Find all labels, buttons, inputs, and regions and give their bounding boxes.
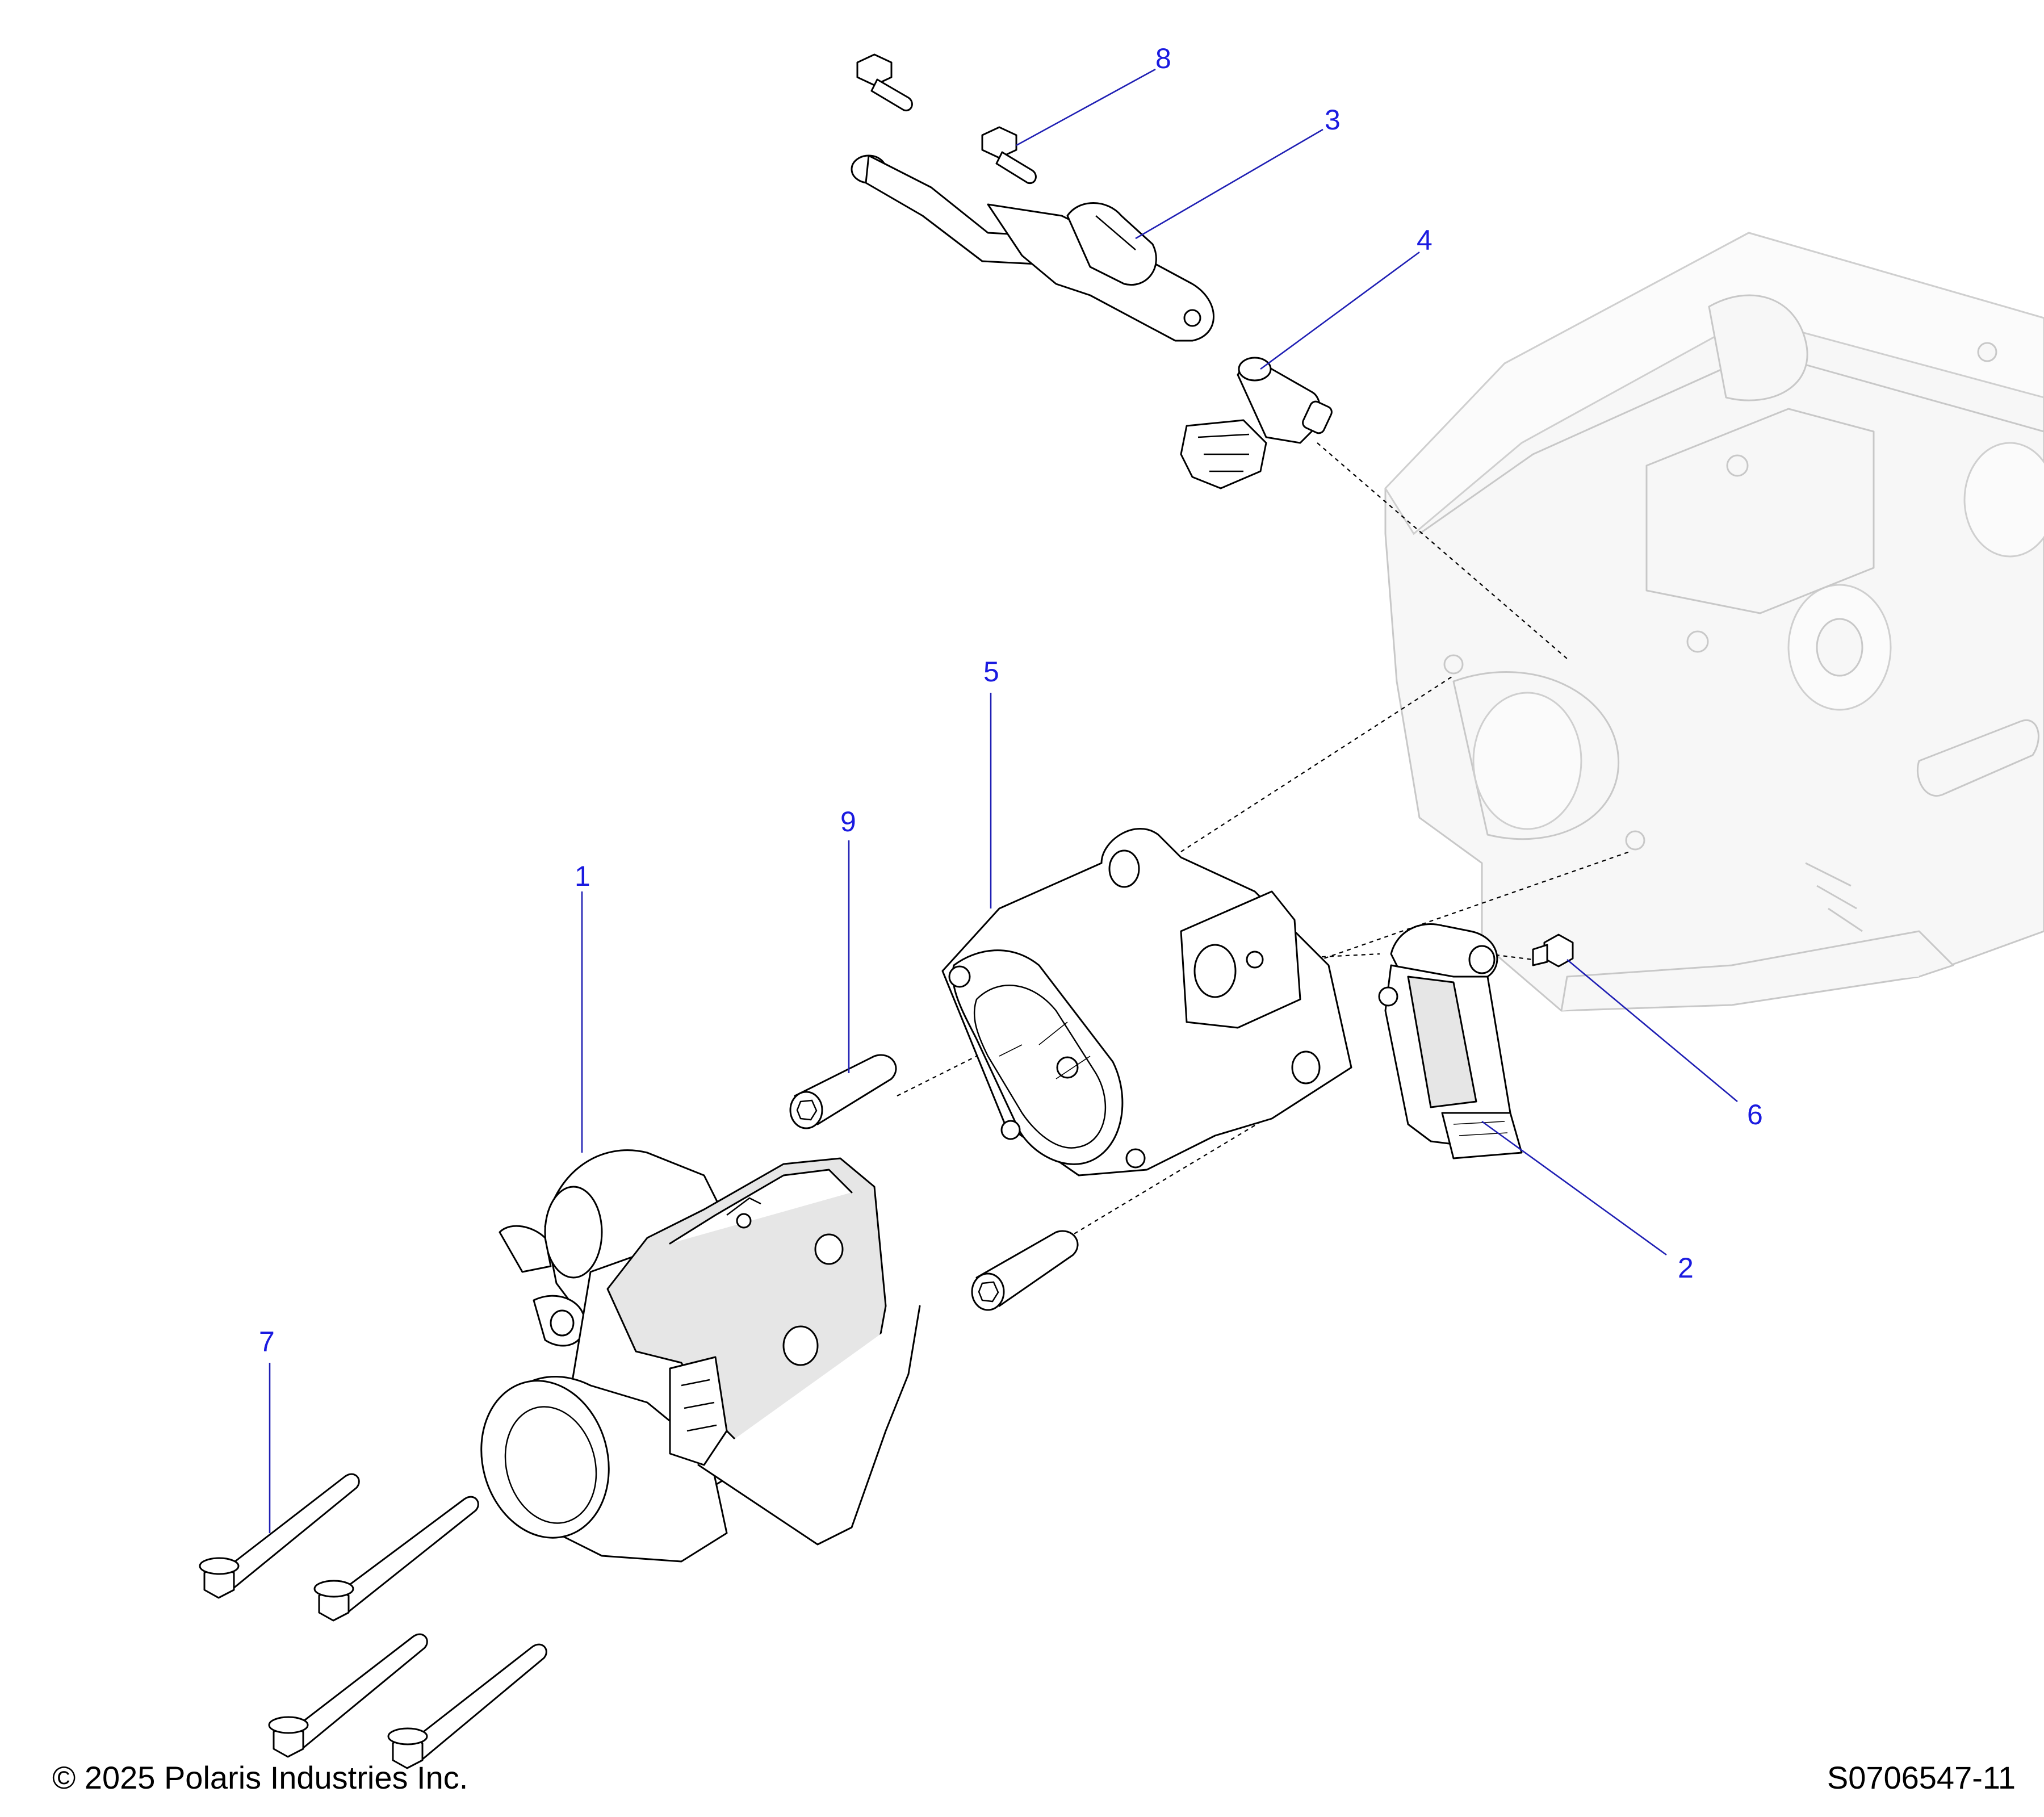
bolt-part-8-a <box>856 53 913 112</box>
long-bolt-part-7-c <box>268 1633 428 1758</box>
fuel-injector-part-4 <box>1180 357 1333 489</box>
long-bolt-part-7-b <box>313 1496 479 1622</box>
intake-adapter-part-5 <box>941 828 1352 1177</box>
throttle-body-part-1 <box>480 1149 921 1563</box>
callout-5: 5 <box>983 656 999 688</box>
callout-9: 9 <box>840 806 856 838</box>
long-bolt-part-7-a <box>199 1473 360 1599</box>
bolt-part-8-b <box>981 126 1037 185</box>
socket-bolt-part-9-b <box>971 1230 1079 1311</box>
callout-8: 8 <box>1155 43 1171 74</box>
callout-6: 6 <box>1747 1099 1763 1131</box>
socket-bolt-part-9-a <box>789 1054 897 1129</box>
callout-2: 2 <box>1678 1252 1694 1284</box>
cylinder-head-reference <box>1384 232 2044 1012</box>
long-bolt-part-7-d <box>387 1643 547 1769</box>
callout-3: 3 <box>1325 104 1341 136</box>
drawing-number: S0706547-11 <box>1827 1760 2016 1795</box>
copyright-notice: © 2025 Polaris Industries Inc. <box>52 1760 468 1795</box>
callout-4: 4 <box>1417 224 1433 256</box>
callout-1: 1 <box>575 860 590 892</box>
flange-bolt-part-6 <box>1532 933 1574 968</box>
callout-numbers: 1 2 3 4 5 6 7 8 9 <box>259 43 1763 1358</box>
callout-7: 7 <box>259 1326 275 1358</box>
leader-lines <box>269 68 1738 1533</box>
fuel-rail-part-3 <box>851 154 1214 342</box>
map-sensor-part-2 <box>1378 923 1523 1159</box>
